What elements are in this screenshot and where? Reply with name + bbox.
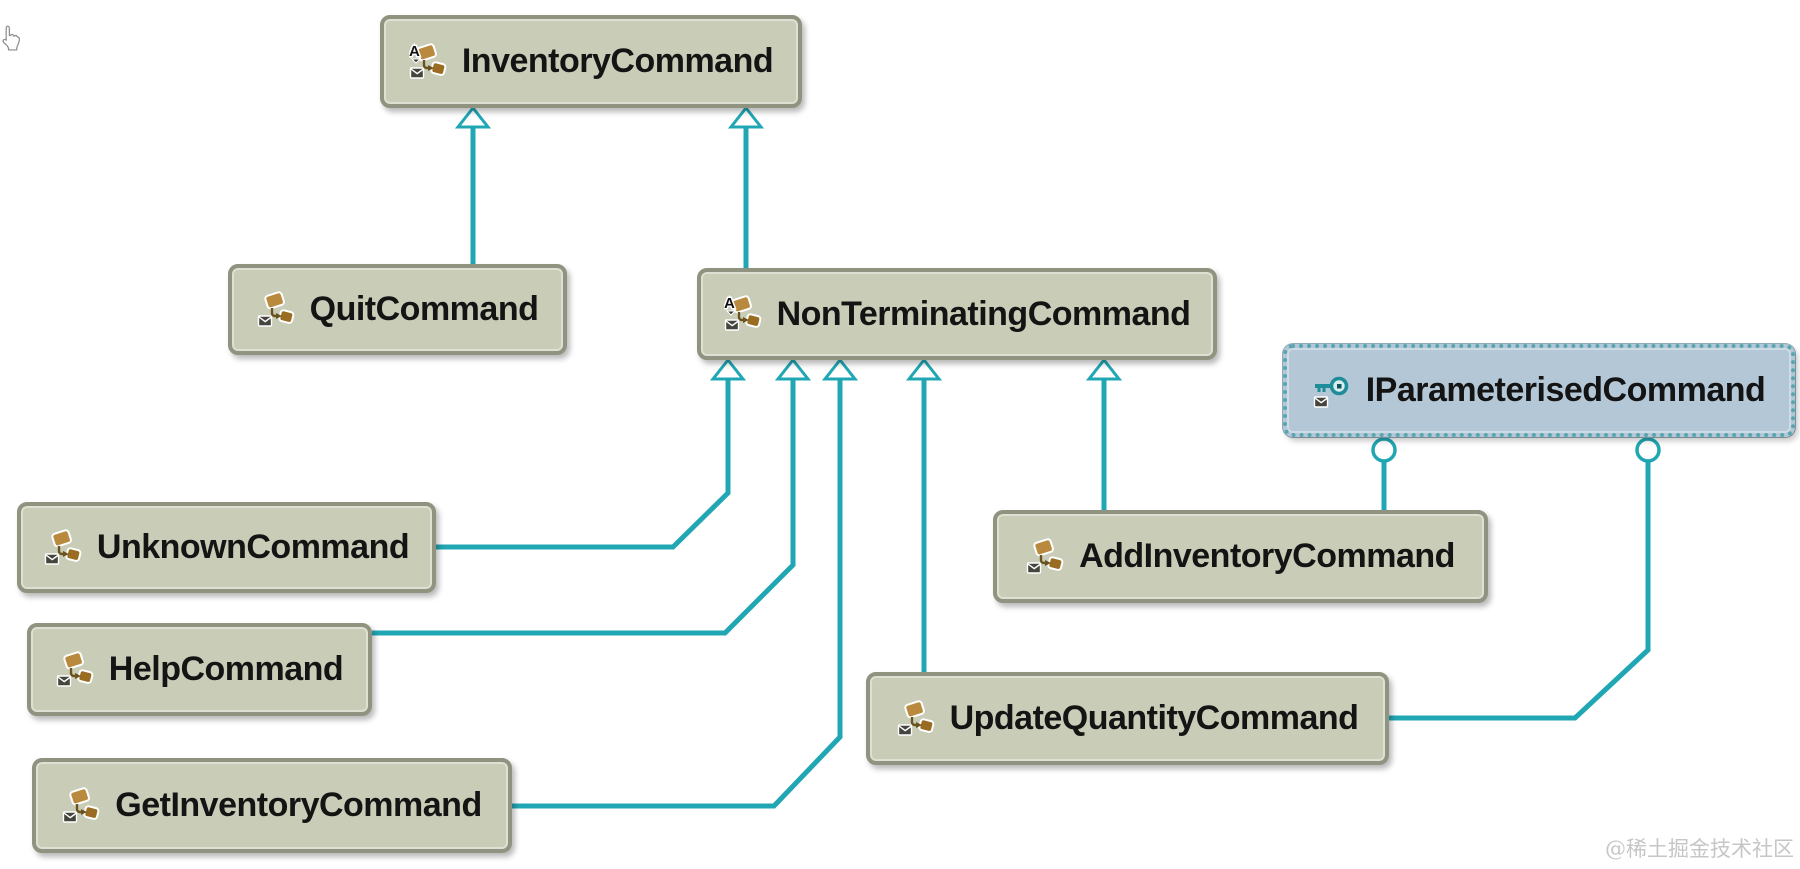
lollipop-edge-UpdateQuantityCommand-implements-IParameterisedCommand[interactable] (1389, 437, 1661, 721)
inheritance-edge-AddInventoryCommand-inherits-NonTerminatingCommand[interactable] (1085, 357, 1123, 510)
inheritance-arrowhead (1085, 357, 1123, 381)
node-label: GetInventoryCommand (115, 786, 482, 824)
class-node-UpdateQuantityCommand[interactable]: UpdateQuantityCommand (866, 672, 1389, 765)
node-label: QuitCommand (309, 290, 539, 328)
class-icon (897, 699, 937, 738)
inheritance-arrowhead (709, 357, 747, 381)
inheritance-edge-GetInventoryCommand-inherits-NonTerminatingCommand[interactable] (512, 357, 859, 809)
node-label: InventoryCommand (461, 42, 774, 80)
interface-lollipop-icon (1313, 372, 1353, 410)
class-icon (62, 786, 102, 825)
inheritance-edge-UnknownCommand-inherits-NonTerminatingCommand[interactable] (436, 357, 747, 550)
node-label: UpdateQuantityCommand (949, 699, 1359, 737)
class-node-UnknownCommand[interactable]: UnknownCommand (17, 502, 436, 593)
node-label: HelpCommand (108, 650, 344, 688)
inheritance-arrowhead (727, 105, 765, 129)
hand-cursor-icon (1, 24, 21, 57)
lollipop-edge-AddInventoryCommand-implements-IParameterisedCommand[interactable] (1371, 437, 1397, 510)
node-label: IParameterisedCommand (1365, 371, 1766, 409)
inheritance-edge-UpdateQuantityCommand-inherits-NonTerminatingCommand[interactable] (905, 357, 943, 672)
class-node-QuitCommand[interactable]: QuitCommand (228, 264, 567, 355)
class-node-AddInventoryCommand[interactable]: AddInventoryCommand (993, 510, 1488, 603)
interface-node-IParameterisedCommand[interactable]: IParameterisedCommand (1283, 344, 1795, 437)
inheritance-arrowhead (454, 105, 492, 129)
abstract-class-icon: A (724, 295, 764, 333)
watermark-text: @稀土掘金技术社区 (1605, 837, 1794, 861)
svg-text:A: A (724, 295, 735, 312)
node-label: AddInventoryCommand (1079, 537, 1455, 575)
inheritance-edge-NonTerminatingCommand-inherits-InventoryCommand[interactable] (727, 105, 765, 268)
class-icon (1026, 537, 1066, 576)
inheritance-arrowhead (821, 357, 859, 381)
class-node-NonTerminatingCommand[interactable]: A NonTerminatingCommand (697, 268, 1217, 360)
lollipop-circle (1635, 437, 1661, 463)
class-node-GetInventoryCommand[interactable]: GetInventoryCommand (32, 758, 512, 853)
class-icon (56, 650, 96, 689)
abstract-class-icon: A (409, 43, 449, 81)
class-icon (44, 528, 84, 567)
class-node-HelpCommand[interactable]: HelpCommand (27, 623, 372, 716)
inheritance-arrowhead (905, 357, 943, 381)
node-label: UnknownCommand (96, 528, 410, 566)
node-label: NonTerminatingCommand (776, 294, 1191, 333)
inheritance-edge-HelpCommand-inherits-NonTerminatingCommand[interactable] (372, 357, 812, 636)
svg-text:A: A (409, 43, 420, 60)
class-icon (257, 290, 297, 329)
class-node-InventoryCommand[interactable]: A InventoryCommand (380, 15, 802, 108)
lollipop-circle (1371, 437, 1397, 463)
inheritance-arrowhead (774, 357, 812, 381)
inheritance-edge-QuitCommand-inherits-InventoryCommand[interactable] (454, 105, 492, 264)
